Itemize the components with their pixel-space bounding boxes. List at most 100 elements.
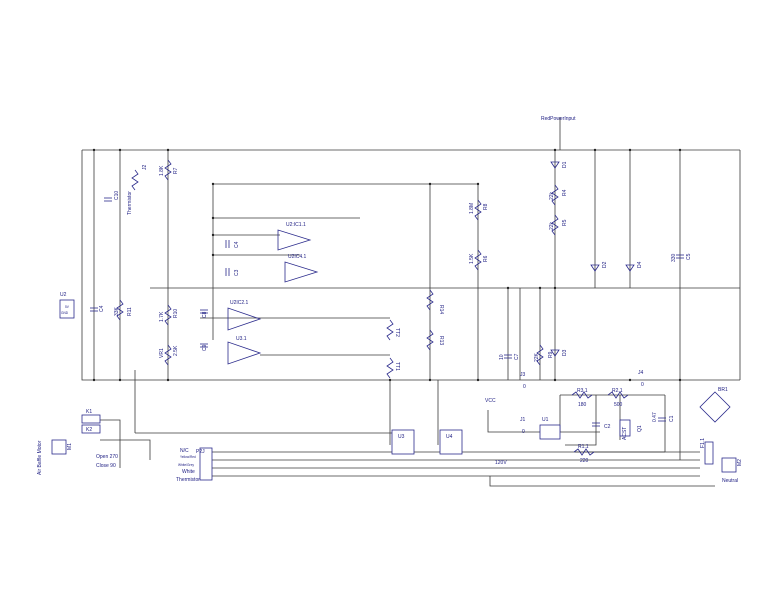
label-r14: R14 — [438, 305, 444, 314]
label-j3: J3 — [520, 372, 526, 378]
potentiometer-vr1 — [164, 344, 172, 366]
label-k2: K2 — [86, 427, 92, 433]
resistor-r6 — [474, 249, 482, 271]
label-c9: C9 — [202, 344, 208, 351]
thermistor-tt1 — [386, 357, 394, 379]
label-m1: M1 — [67, 443, 73, 450]
labels: RedPowerInput VCC 120V Open 270 Close 90… — [37, 116, 743, 484]
label-j3-value: 0 — [523, 384, 526, 390]
label-c1: C1 — [669, 415, 675, 422]
label-r11-value: 33K — [114, 306, 120, 316]
opamp-u2ic11 — [277, 229, 312, 251]
power-rails — [81, 117, 741, 460]
junctions — [92, 148, 682, 382]
resistor-r2 — [607, 391, 629, 399]
label-d2: D2 — [602, 261, 608, 268]
label-c7: C7 — [514, 353, 520, 360]
label-m2: M2 — [737, 459, 743, 466]
label-u1: U1 — [542, 417, 549, 423]
label-u4: U4 — [446, 434, 453, 440]
diodes — [550, 161, 731, 423]
relay-k2 — [81, 424, 101, 434]
capacitor-c2 — [592, 422, 600, 427]
op-amps — [227, 229, 319, 365]
label-u2ic11: U2:IC1.1 — [286, 222, 306, 228]
label-tt2: TT2 — [394, 328, 400, 337]
resistor-r9 — [536, 344, 544, 366]
module-u4 — [439, 429, 463, 455]
label-vr1-value: 2.5K — [173, 345, 179, 356]
label-k1: K1 — [86, 409, 92, 415]
label-r8-value: 1.8M — [469, 203, 475, 214]
label-d4: D4 — [637, 261, 643, 268]
label-j2: J2 — [142, 165, 148, 171]
label-r6: R6 — [483, 255, 489, 262]
capacitor-c8 — [200, 309, 208, 314]
resistor-r4 — [551, 184, 559, 206]
label-d3: D3 — [562, 349, 568, 356]
label-u2ic21: U2IC2.1 — [230, 300, 249, 306]
connector-p2j — [199, 447, 213, 481]
label-c7-value: 10 — [499, 354, 505, 360]
resistors — [116, 159, 629, 456]
label-u2: U2 — [60, 292, 67, 298]
bridge-rectifier-br1 — [699, 391, 731, 423]
label-5v: 5V — [65, 305, 70, 309]
label-r1: R1.1 — [578, 444, 589, 450]
label-r4: R4 — [562, 189, 568, 196]
capacitors — [90, 197, 684, 427]
triac-q1 — [619, 419, 631, 437]
label-c1-value: 0.47 — [652, 412, 658, 422]
label-j1-value: 0 — [522, 429, 525, 435]
label-u31: U3.1 — [236, 336, 247, 342]
label-r9: R9 — [548, 351, 554, 358]
opamp-u2ic21 — [227, 307, 262, 331]
label-gnd: GND — [61, 311, 69, 315]
label-tt1: TT1 — [394, 362, 400, 371]
label-c5: C5 — [686, 253, 692, 260]
label-f1: F1.1 — [700, 438, 706, 448]
label-r2: R2.1 — [612, 388, 623, 394]
label-c3: C3 — [234, 269, 240, 276]
label-r1-value: 220 — [580, 458, 589, 464]
fuse-f1 — [704, 441, 714, 465]
opamp-u2ic41 — [284, 261, 319, 283]
label-p2j: P2J — [196, 449, 205, 455]
label-c8: C8 — [202, 311, 208, 318]
resistor-r5 — [551, 214, 559, 236]
label-r10-value: 1.7K — [159, 311, 165, 322]
resistor-r10 — [164, 304, 172, 326]
label-r13: R13 — [438, 336, 444, 345]
thermistor-tt2 — [386, 319, 394, 341]
label-br1: BR1 — [718, 387, 728, 393]
capacitor-c9 — [200, 343, 208, 348]
label-j4-value: 0 — [641, 382, 644, 388]
label-r11: R11 — [127, 307, 133, 316]
diode-d3 — [550, 349, 560, 357]
label-r7-value: 1.8K — [159, 165, 165, 176]
label-neutral: Neutral — [722, 478, 738, 484]
capacitor-c10 — [104, 197, 112, 202]
capacitor-c4 — [225, 240, 230, 248]
label-vr1: VR1 — [159, 348, 165, 358]
capacitor-c7 — [504, 354, 512, 359]
label-120v: 120V — [495, 460, 507, 466]
resistor-r14 — [426, 289, 434, 311]
label-open: Open 270 — [96, 454, 118, 460]
label-r4-value: 22k — [549, 191, 555, 200]
resistor-r8 — [474, 199, 482, 221]
label-r8: R8 — [483, 203, 489, 210]
label-air-baffle: Air Baffle Motor — [37, 440, 43, 475]
label-white: White — [182, 469, 195, 475]
module-u2 — [59, 299, 75, 319]
resistor-r13 — [426, 329, 434, 351]
label-j4: J4 — [638, 370, 644, 376]
label-j1: J1 — [520, 417, 526, 423]
diode-d2 — [590, 264, 600, 272]
relay-k1 — [81, 414, 101, 424]
label-acst: ACST — [622, 427, 628, 440]
label-c4-left: C4 — [99, 305, 105, 312]
label-c2: C2 — [604, 424, 611, 430]
label-nc: N/C — [180, 448, 189, 454]
label-u3: U3 — [398, 434, 405, 440]
